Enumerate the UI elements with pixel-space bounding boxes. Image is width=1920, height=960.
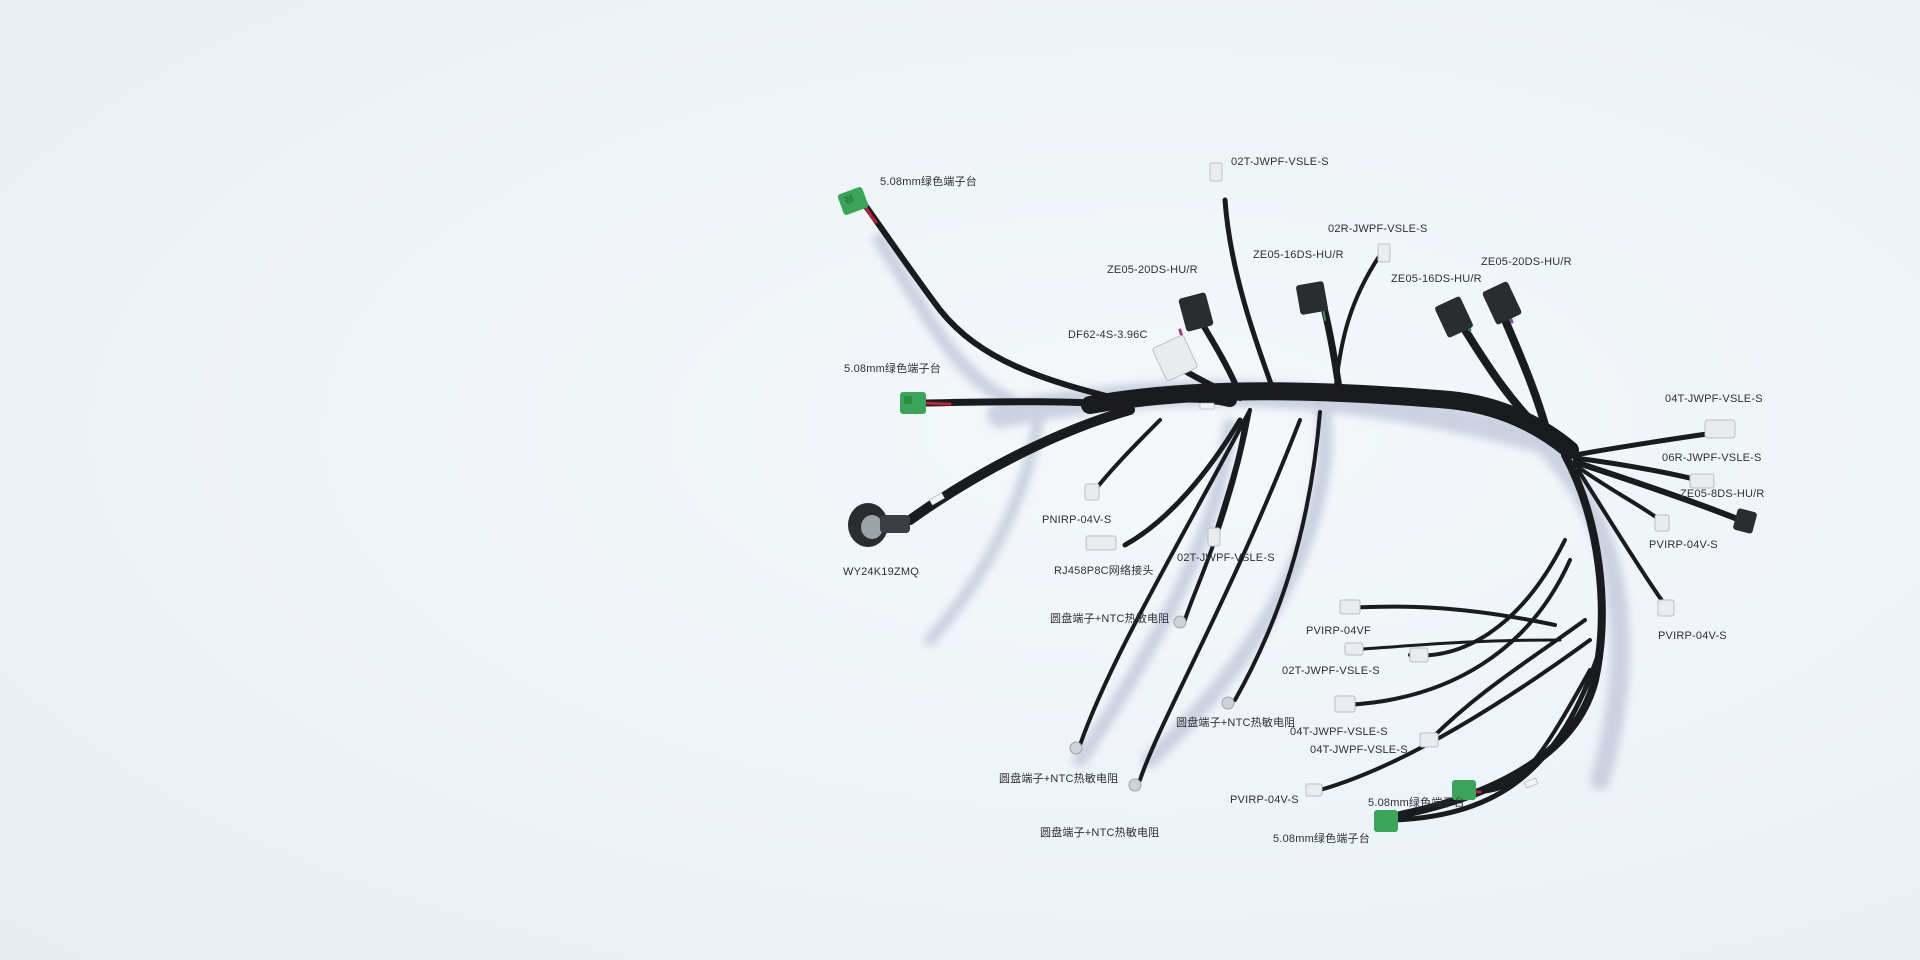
connector-04t-a bbox=[1409, 647, 1429, 663]
connector-pvirp-bottom bbox=[1305, 783, 1323, 797]
branch-rj45-cable bbox=[1122, 417, 1243, 548]
branch-green-mid-cable bbox=[916, 398, 1134, 409]
branch-pvirp-04vf-cable bbox=[1343, 604, 1557, 627]
green-terminal-b1 bbox=[1452, 780, 1476, 800]
ntc-ring-d bbox=[1128, 778, 1142, 792]
connector-02r bbox=[1377, 243, 1391, 263]
branch-04t-b-cable bbox=[1428, 618, 1587, 742]
connector-df62 bbox=[1152, 334, 1198, 382]
branch-04t-a-cable bbox=[1343, 558, 1572, 707]
connector-ze05-16ds-a bbox=[1296, 281, 1328, 315]
branch-02t-low-cable bbox=[1408, 538, 1567, 658]
ntc-ring-c bbox=[1069, 741, 1083, 755]
connector-ze05-16ds-b bbox=[1435, 296, 1473, 338]
branch-04t-right-cable bbox=[1572, 429, 1723, 458]
branch-bottom-green-b1-cable bbox=[1478, 668, 1592, 794]
green-terminal-mid bbox=[900, 392, 926, 414]
branch-ntc-d-cable bbox=[1138, 418, 1302, 782]
connector-ze05-20ds-right bbox=[1482, 281, 1522, 325]
branch-ze05-16ds-b-cable bbox=[1461, 326, 1544, 434]
connector-04t-b bbox=[1419, 732, 1439, 748]
branch-pvirp-right-a-cable bbox=[1573, 463, 1662, 522]
branch-ze05-20ds-right-cable bbox=[1501, 316, 1549, 429]
branch-pvirp-04vf-b-cable bbox=[1348, 638, 1562, 652]
connector-pvirp-04vf-b bbox=[1344, 642, 1364, 656]
connector-02t-low bbox=[1334, 695, 1356, 713]
connector-ze05-8ds bbox=[1733, 508, 1757, 534]
connectors bbox=[837, 162, 1757, 832]
branch-pnirp-cable bbox=[1093, 418, 1162, 492]
branch-02t-top-cable bbox=[1222, 197, 1278, 398]
green-terminal-b2 bbox=[1374, 810, 1398, 832]
connector-06r bbox=[1689, 473, 1715, 489]
green-terminal-top bbox=[837, 187, 869, 215]
branch-ntc-b-cable bbox=[1233, 410, 1322, 702]
branch-pvirp-right-b-cable bbox=[1576, 468, 1667, 607]
connector-pvirp-right-b bbox=[1657, 599, 1675, 617]
connector-ze05-20ds-left bbox=[1178, 292, 1214, 332]
connector-02t-mid bbox=[1207, 527, 1221, 547]
connector-04t-right bbox=[1704, 419, 1736, 439]
connector-rj45 bbox=[1085, 535, 1117, 551]
branch-ze05-8ds-cable bbox=[1572, 459, 1743, 523]
branch-02r-cable bbox=[1333, 253, 1382, 397]
branch-ze05-20ds-left-cable bbox=[1197, 317, 1243, 398]
branch-green-top-cable bbox=[862, 202, 1133, 405]
connector-02t-top bbox=[1209, 162, 1223, 182]
branch-02t-mid-cable bbox=[1213, 418, 1247, 537]
harness-cables bbox=[862, 197, 1743, 823]
trunk-left-cable bbox=[1113, 388, 1237, 407]
branch-ntc-c-cable bbox=[1078, 408, 1252, 747]
connector-pnirp bbox=[1084, 483, 1100, 501]
connector-pvirp-04vf bbox=[1339, 599, 1361, 615]
cable-tag bbox=[1524, 777, 1538, 789]
cable-tag bbox=[929, 492, 945, 506]
branch-pvirp-bottom-cable bbox=[1318, 638, 1592, 792]
ntc-ring-b bbox=[1221, 696, 1235, 710]
wy24-round-connector bbox=[848, 503, 910, 547]
branch-bottom-green-b2-cable bbox=[1392, 647, 1603, 823]
cable-tag bbox=[1199, 402, 1215, 410]
ntc-ring-a bbox=[1173, 615, 1187, 629]
connector-pvirp-right-a bbox=[1654, 514, 1670, 532]
trunk-lower-right-cable bbox=[1396, 451, 1606, 819]
